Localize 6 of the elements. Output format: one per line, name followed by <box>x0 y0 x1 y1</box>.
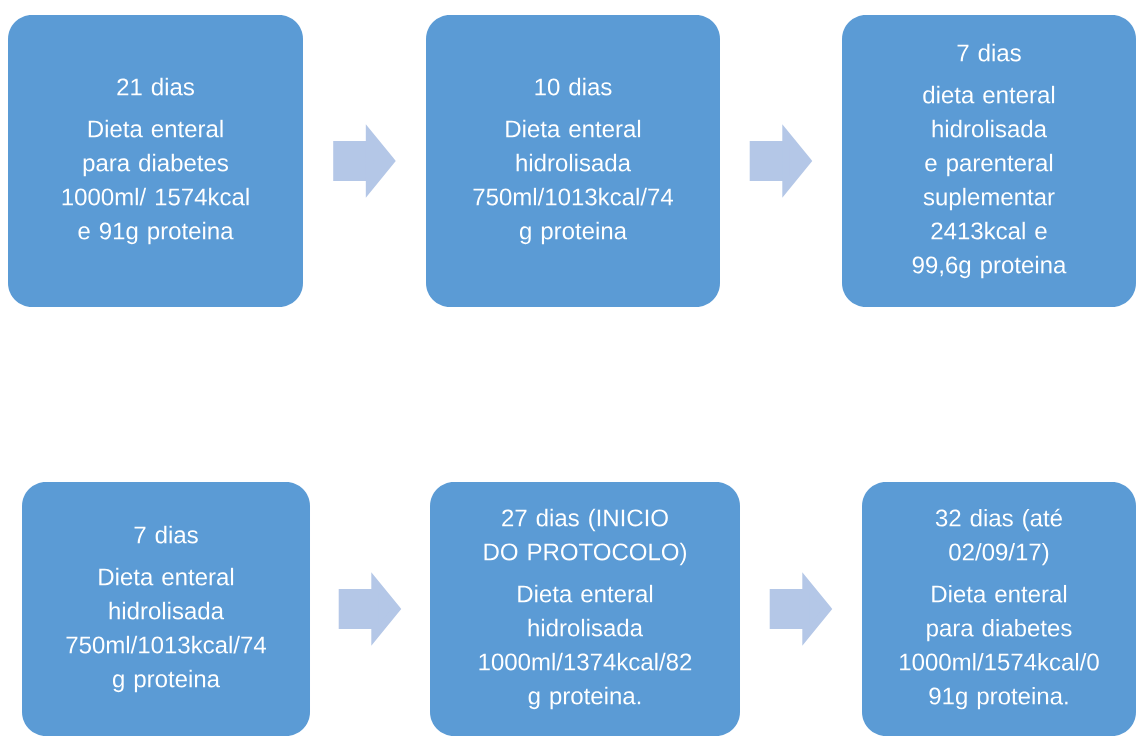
process-box: 7 dias Dieta enteral hidrolisada 750ml/1013kcal/74 g proteina <box>22 482 310 736</box>
process-box: 21 dias Dieta enteral para diabetes 1000ml/ 1574kcal e 91g proteina <box>8 15 303 307</box>
process-box: 27 dias (INICIO DO PROTOCOLO) Dieta enteral hidrolisada 1000ml/1374kcal/82 g proteina. <box>430 482 740 736</box>
process-box: 10 dias Dieta enteral hidrolisada 750ml/1013kcal/74 g proteina <box>426 15 720 307</box>
process-box: 7 dias dieta enteral hidrolisada e parenteral suplementar 2413kcal e 99,6g proteina <box>842 15 1136 307</box>
process-box: 32 dias (até 02/09/17) Dieta enteral para diabetes 1000ml/1574kcal/0 91g proteina. <box>862 482 1136 736</box>
